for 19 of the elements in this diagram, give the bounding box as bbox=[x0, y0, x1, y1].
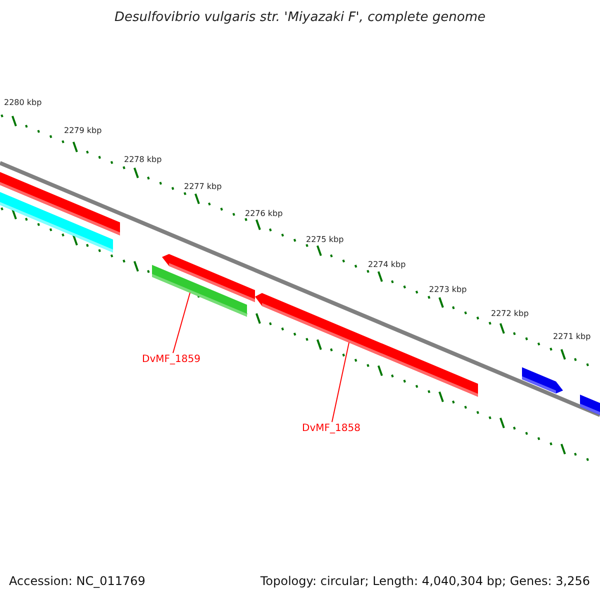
scale-label: 2271 kbp bbox=[553, 332, 591, 341]
scale-label: 2274 kbp bbox=[368, 260, 406, 269]
scale-label: 2276 kbp bbox=[245, 209, 283, 218]
leader-line bbox=[172, 292, 190, 354]
genome-info-text: Topology: circular; Length: 4,040,304 bp; Genes: 3,256 bbox=[260, 574, 590, 588]
leader-line bbox=[332, 342, 350, 422]
gene-label: DvMF_1858 bbox=[302, 422, 360, 435]
scale-label: 2273 kbp bbox=[429, 285, 467, 294]
scale-label: 2278 kbp bbox=[124, 155, 162, 164]
scale-label: 2280 kbp bbox=[4, 98, 42, 107]
gene-arrow bbox=[255, 293, 478, 397]
accession-text: Accession: NC_011769 bbox=[9, 574, 146, 588]
chart-title: Desulfovibrio vulgaris str. 'Miyazaki F', complete genome bbox=[113, 10, 487, 25]
gene-arrow bbox=[152, 264, 247, 317]
scale-label: 2275 kbp bbox=[306, 235, 344, 244]
scale-label: 2279 kbp bbox=[64, 126, 102, 135]
scale-label: 2272 kbp bbox=[491, 309, 529, 318]
scale-label: 2277 kbp bbox=[184, 182, 222, 191]
gene-label: DvMF_1859 bbox=[142, 353, 200, 366]
